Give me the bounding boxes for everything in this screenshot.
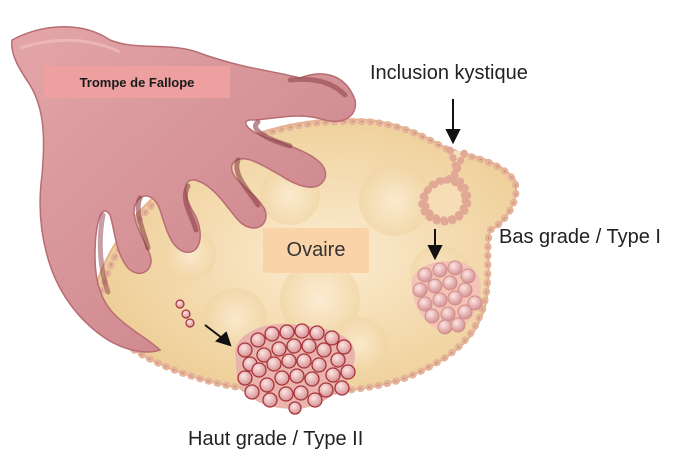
label-trompe-de-fallope: Trompe de Fallope xyxy=(44,66,230,98)
high-grade-tumor xyxy=(235,324,355,414)
label-bas-grade: Bas grade / Type I xyxy=(499,226,661,249)
label-inclusion-kystique: Inclusion kystique xyxy=(370,62,528,85)
label-ovaire: Ovaire xyxy=(263,228,369,273)
label-haut-grade: Haut grade / Type II xyxy=(188,428,363,451)
